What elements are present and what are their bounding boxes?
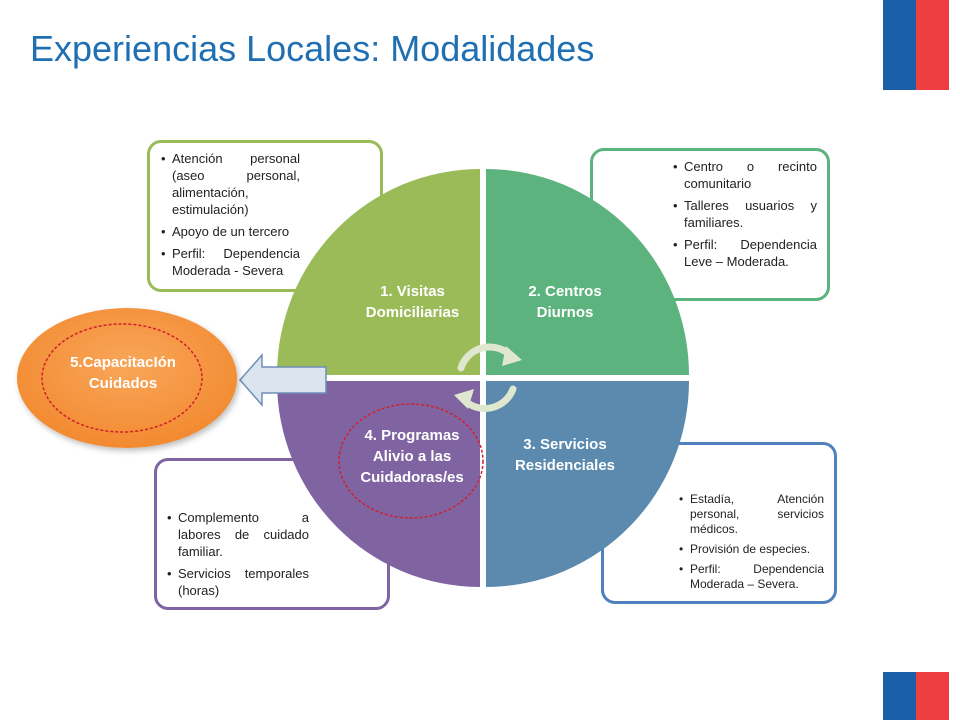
bullet-item: Centro o recinto comunitario: [673, 158, 817, 192]
bullet-item: Atención personal (aseo personal, alimen…: [161, 150, 300, 218]
left-arrow-icon: [239, 353, 327, 407]
cycle-arrowhead-icon: [502, 346, 522, 366]
cycle-arrowhead-icon: [454, 389, 474, 409]
bullet-item: Perfil: Dependencia Leve – Moderada.: [673, 236, 817, 270]
bullet-item: Provisión de especies.: [679, 542, 824, 557]
box-centros-diurnos: Centro o recinto comunitario Talleres us…: [590, 148, 830, 301]
bullet-item: Complemento a labores de cuidado familia…: [167, 509, 309, 560]
quadrant-3-servicios: [486, 381, 689, 587]
quadrant-1-visitas: [277, 169, 480, 375]
box-visitas-domiciliarias: Atención personal (aseo personal, alimen…: [147, 140, 383, 292]
highlight-dashed-circle: [338, 403, 484, 519]
quadrant-2-centros: [486, 169, 689, 375]
quadrant-3-label: 3. Servicios Residenciales: [514, 436, 616, 474]
bullet-item: Estadía, Atención personal, servicios mé…: [679, 492, 824, 537]
quadrant-1-label: 1. Visitas Domiciliarias: [365, 283, 460, 321]
quadrant-4-label: 4. Programas Alivio a las Cuidadoras/es: [360, 427, 464, 486]
quadrant-2-label: 2. Centros Diurnos: [528, 283, 602, 321]
bullet-item: Servicios temporales (horas): [167, 565, 309, 599]
bullet-item: Talleres usuarios y familiares.: [673, 197, 817, 231]
slide-title: Experiencias Locales: Modalidades: [30, 28, 595, 69]
bullet-item: Perfil: Dependencia Moderada - Severa: [161, 245, 300, 279]
capacitacion-dashed-circle: [41, 323, 203, 433]
capacitacion-label: 5.CapacitacIón Cuidados: [70, 354, 176, 392]
bullet-item: Apoyo de un tercero: [161, 223, 300, 240]
quadrant-4-programas: [277, 381, 480, 587]
bullet-item: Perfil: Dependencia Moderada – Severa.: [679, 562, 824, 592]
chile-flag-top: [883, 0, 949, 90]
chile-flag-bottom: [883, 672, 949, 720]
cycle-arrows-icon: [457, 343, 517, 412]
